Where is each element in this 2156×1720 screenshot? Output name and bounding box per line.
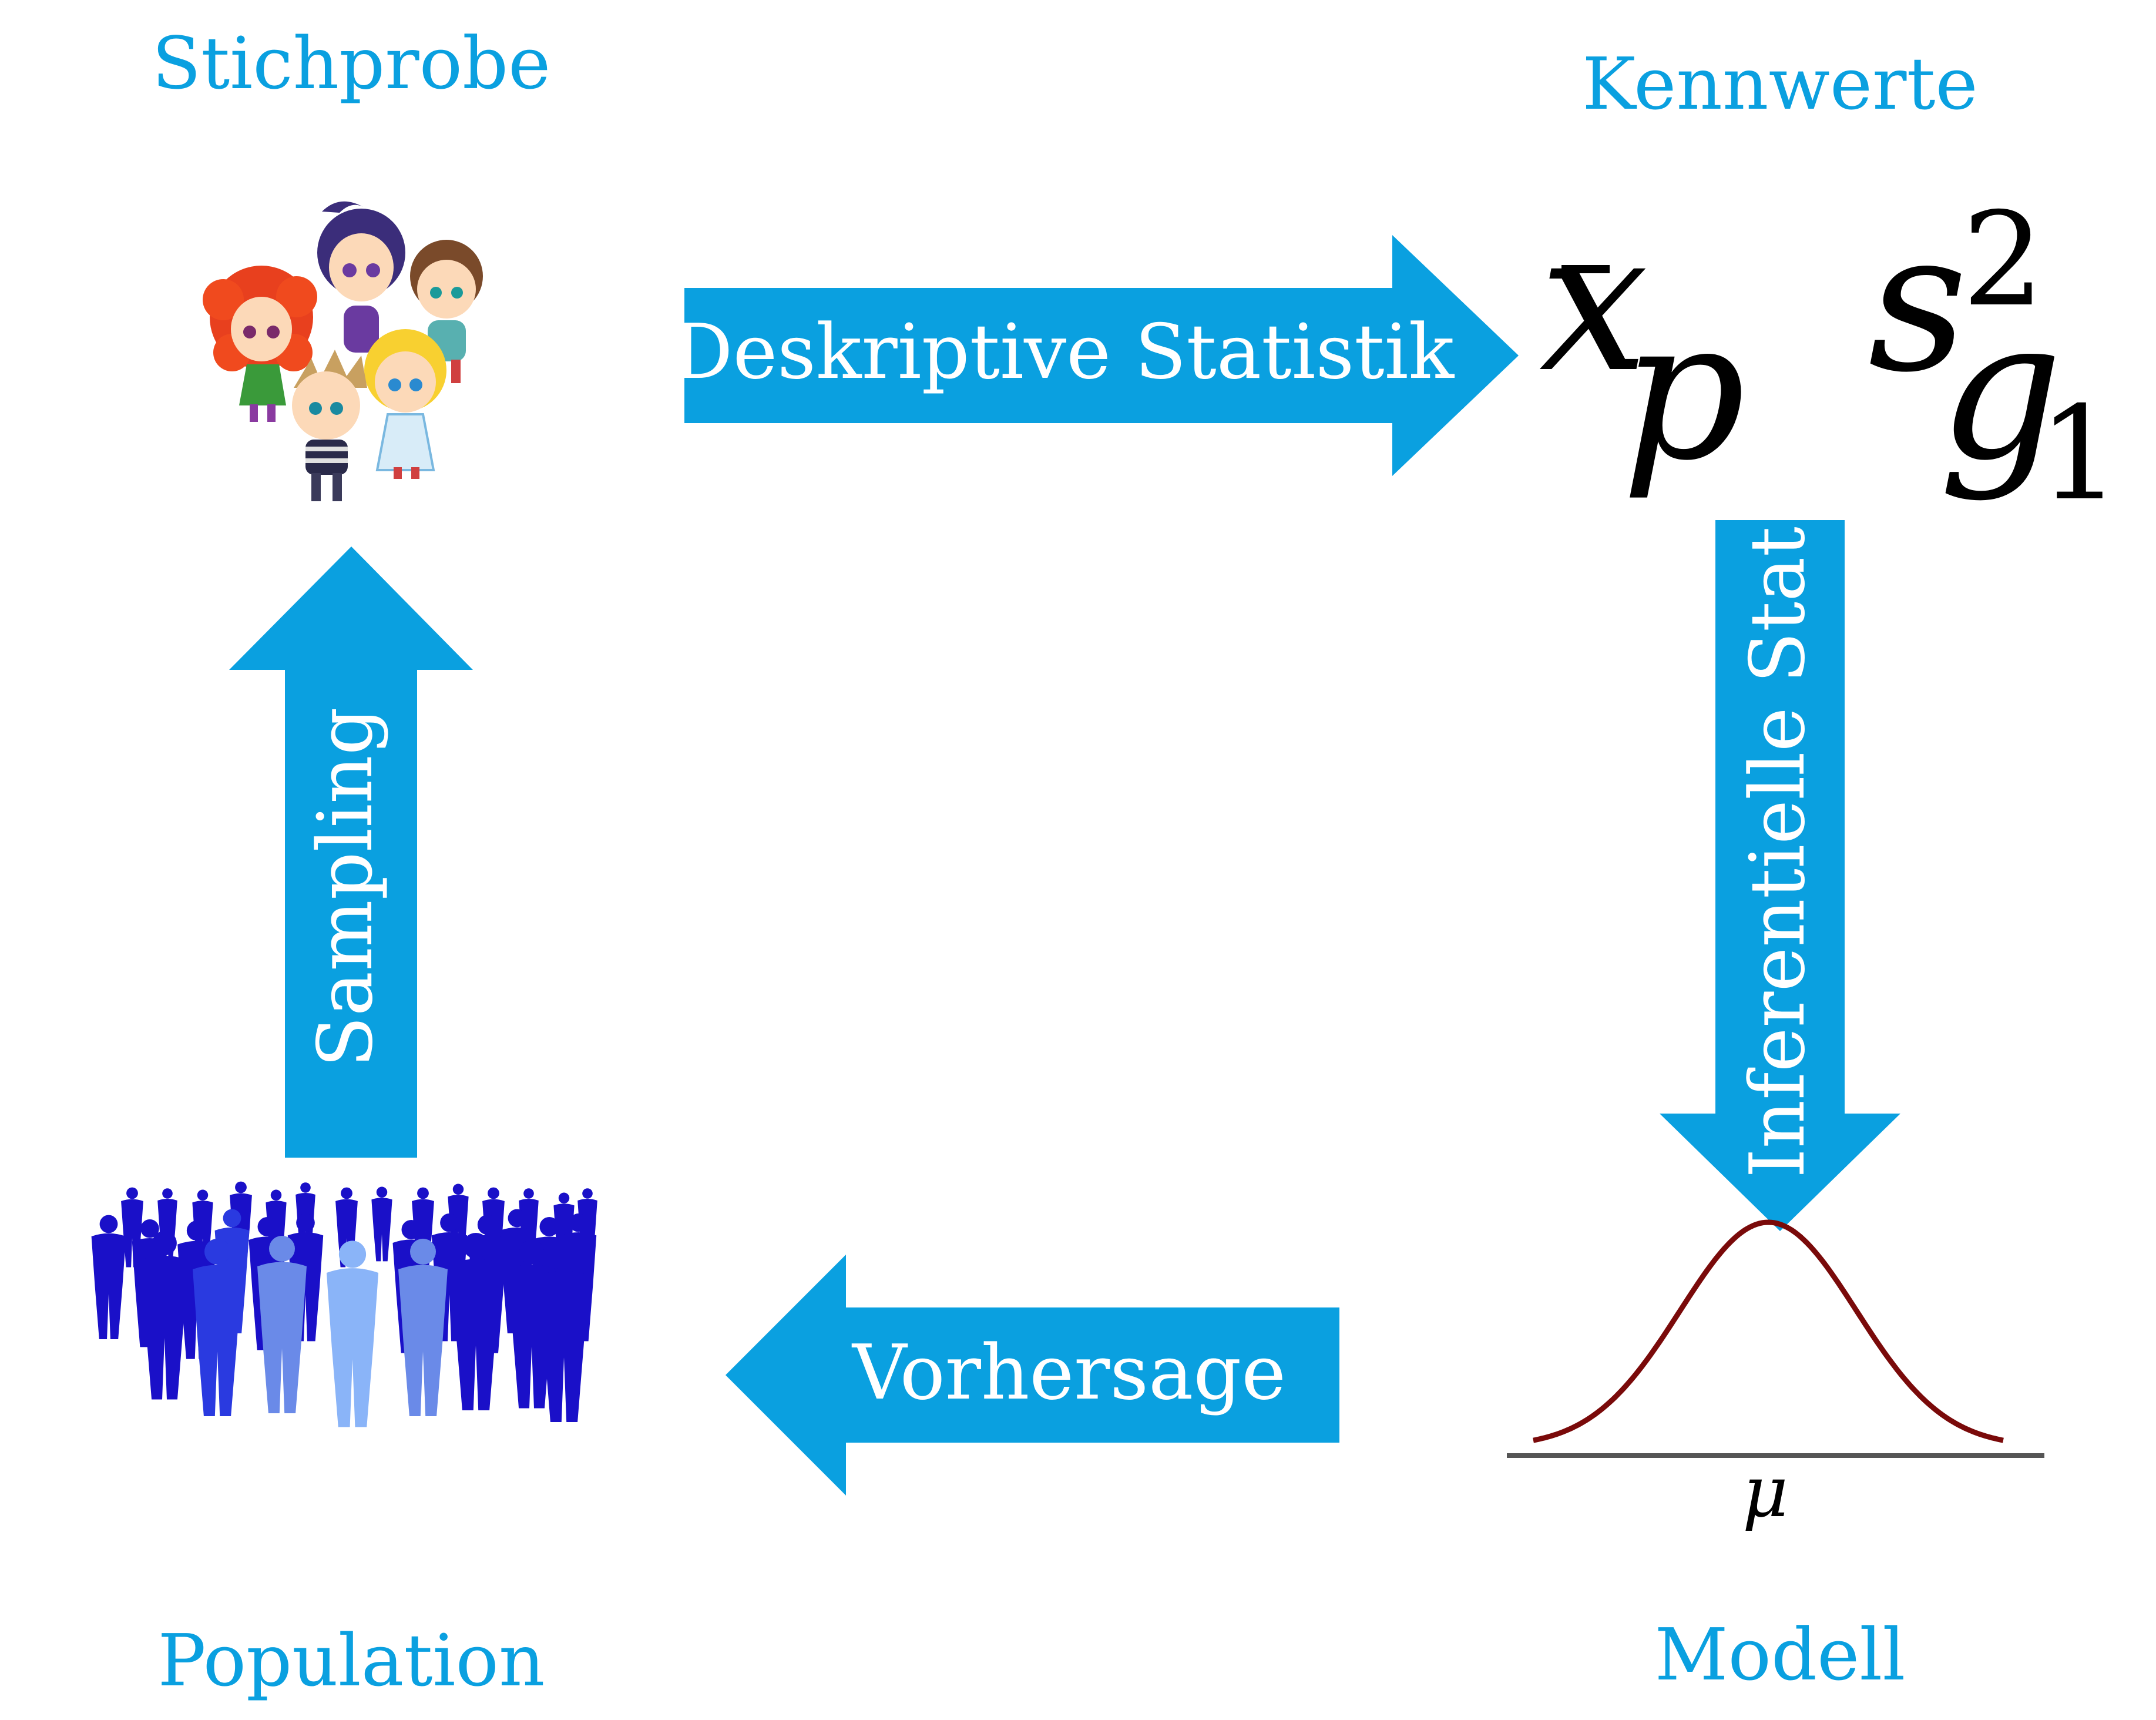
mean-symbol: x [1539,189,1648,415]
person-silhouette [539,1245,589,1422]
skewness-subscript: 1 [2039,378,2121,529]
children-group-icon [203,201,483,501]
child-red-hair [203,266,317,422]
prediction-arrow-label: Vorhersage [851,1329,1286,1417]
proportion-symbol: p [1621,277,1745,503]
person-silhouette [141,1231,188,1400]
descriptive-arrow-label: Deskriptive Statistik [673,309,1455,396]
child-spiky-hair [292,350,367,501]
person-silhouette [91,1215,126,1339]
bell-curve [1533,1219,2004,1443]
stichprobe-title: Stichprobe [152,22,551,105]
person-silhouette [326,1240,379,1427]
kennwerte-symbols: x p s 2 g 1 [1539,185,2121,529]
inferential-arrow: Inferentielle Stat. [1660,502,1900,1231]
person-silhouette [257,1236,307,1413]
kennwerte-title: Kennwerte [1582,42,1977,126]
sampling-arrow: Sampling [229,546,473,1158]
variance-exponent: 2 [1962,185,2044,335]
normal-distribution-plot: μ [1507,1219,2044,1533]
inferential-arrow-label: Inferentielle Stat. [1734,502,1822,1178]
person-silhouette [193,1239,242,1416]
skewness-symbol: g [1939,277,2063,503]
person-silhouette [398,1239,448,1416]
child-brown-hair [410,240,483,383]
population-title: Population [157,1619,545,1702]
person-silhouette [451,1233,501,1410]
variance-symbol: s [1868,189,1967,415]
crowd-silhouette-icon [91,1181,597,1427]
descriptive-arrow: Deskriptive Statistik [673,235,1519,476]
prediction-arrow: Vorhersage [726,1255,1339,1496]
person-silhouette [371,1186,392,1262]
child-purple-hair [317,201,405,353]
sampling-arrow-label: Sampling [302,707,389,1068]
child-blonde [364,329,446,479]
mu-label: μ [1742,1451,1788,1533]
modell-title: Modell [1655,1613,1906,1696]
